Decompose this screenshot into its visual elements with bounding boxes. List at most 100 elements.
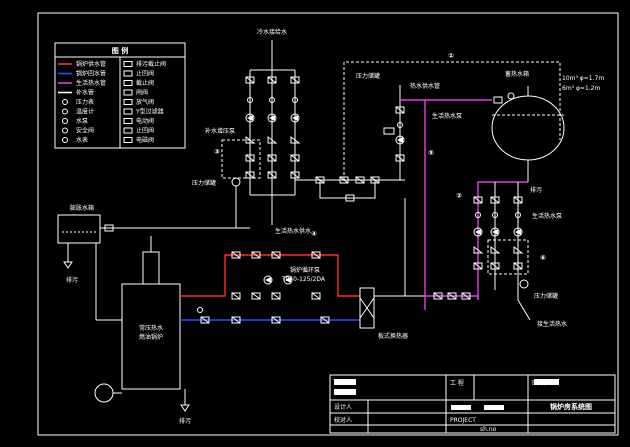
valve-icon	[311, 251, 321, 259]
hot-pump-label-top: 生活热水泵	[432, 112, 462, 120]
valve-icon-mark	[245, 171, 255, 179]
legend-symbol-label: 电磁阀	[136, 136, 154, 144]
title-checker: 校对人	[334, 416, 352, 424]
valve-icon	[311, 292, 321, 300]
valve-icon-mark	[395, 106, 405, 114]
pump-icon-arrow	[515, 229, 521, 235]
right-pressure-label: 压力储罐	[534, 292, 558, 300]
bypass-valve	[345, 194, 355, 202]
legend-valve-swatch	[123, 89, 133, 96]
pump-icon-arrow	[269, 115, 275, 121]
pump-icon-arrow	[265, 277, 271, 283]
legend-symbol-label: 排污截止阀	[136, 60, 166, 68]
legend-item-label: 锅炉供水管	[76, 60, 106, 68]
hot-supply-label: 热水供水管	[410, 82, 440, 90]
valve-icon	[513, 262, 523, 270]
valve-icon-mark	[473, 262, 483, 270]
drain-label-boiler: 排污	[179, 417, 191, 425]
expansion-tank-label: 膨胀水箱	[70, 204, 94, 212]
pump-icon	[490, 227, 500, 237]
pump-icon-arrow	[475, 229, 481, 235]
tank-inlet-valve	[493, 96, 503, 104]
legend-symbol-label: 截止阀	[136, 79, 154, 87]
legend-symbol-swatch	[62, 137, 68, 143]
valve-icon-mark	[271, 251, 281, 259]
gauge-icon	[475, 212, 481, 218]
circle-2: ②	[456, 192, 462, 200]
gauge-icon	[292, 97, 298, 103]
legend-item-label: 压力表	[76, 98, 94, 106]
legend-item-label: 水表	[76, 136, 88, 144]
title-drawing-name: 锅炉房系统图	[549, 402, 592, 411]
check-valve-icon	[290, 136, 301, 144]
circle-1: ①	[448, 52, 454, 60]
valve-icon	[245, 76, 255, 84]
valve-icon	[513, 196, 523, 204]
gauge-icon	[247, 97, 253, 103]
pump-icon	[283, 275, 293, 285]
legend-valve-swatch	[123, 127, 133, 134]
check-valve-icon	[513, 246, 524, 254]
to-user-label: 接生活热水	[537, 320, 567, 328]
vessel-side-valve	[383, 127, 395, 135]
pump-icon	[473, 227, 483, 237]
valve-icon-mark	[290, 171, 300, 179]
pump-icon	[395, 135, 405, 145]
legend-valve-swatch	[123, 137, 133, 143]
valve-icon-mark	[490, 262, 500, 270]
valve-icon	[433, 292, 443, 300]
valve-icon	[231, 316, 241, 324]
title-drawing-label: 图 名	[532, 379, 546, 387]
drawing-frame	[37, 12, 619, 436]
circle-6: ⑥	[540, 254, 546, 262]
boiler: 常压热水 燃油锅炉 排污	[94, 236, 191, 425]
pump-icon	[263, 275, 273, 285]
gauge-icon	[269, 97, 275, 103]
pressure-vessel-label: 压力储罐	[356, 72, 380, 80]
valve-icon	[245, 154, 255, 162]
valve-icon	[267, 171, 277, 179]
legend-symbol-swatch	[62, 99, 68, 105]
valve-icon-mark	[251, 251, 261, 259]
valve-icon-mark	[355, 176, 365, 184]
valve-icon-mark	[200, 316, 210, 324]
valve-icon-mark	[395, 154, 405, 162]
valve-icon	[355, 176, 365, 184]
pump-icon-arrow	[247, 115, 253, 121]
valve-icon-mark	[271, 316, 281, 324]
valve-icon-mark	[513, 196, 523, 204]
valve-icon-mark	[267, 154, 277, 162]
title-project-label: 工 程	[450, 379, 464, 387]
legend-valve-swatch	[123, 70, 133, 77]
circ-pump-label-2: TP40-125/2DA	[281, 276, 326, 283]
valve-icon	[320, 316, 330, 324]
hot-water-label: 生活热水供水	[275, 227, 311, 235]
valve-icon	[271, 292, 281, 300]
pump-icon	[267, 113, 277, 123]
legend-symbol-label: 放气阀	[136, 98, 154, 106]
title-project: PROJECT	[450, 417, 476, 424]
circle-5: ⑤	[428, 149, 434, 157]
legend-box: 图 例 锅炉供水管排污截止阀锅炉回水管止回阀生活热水管截止阀补水管闸阀压力表放气…	[54, 42, 186, 149]
legend-symbol-label: 止回阀	[136, 127, 154, 135]
legend-symbol-swatch	[62, 118, 68, 124]
valve-icon-mark	[513, 262, 523, 270]
legend-symbol-swatch	[62, 108, 68, 115]
valve-icon-mark	[473, 196, 483, 204]
burner-icon	[94, 383, 114, 403]
valve-icon-mark	[311, 292, 321, 300]
legend-symbol-swatch	[62, 127, 68, 134]
valve-icon-mark	[311, 251, 321, 259]
title-designer: 设计人	[334, 403, 352, 411]
pressure-vessel-branch: 压力储罐 热水供水管 生活热水泵 ⑤	[356, 72, 462, 310]
legend-item-label: 锅炉回水管	[76, 70, 106, 78]
legend-item-label: 补水管	[76, 89, 94, 97]
legend-item-label: 生活热水管	[76, 79, 106, 87]
pump-icon-arrow	[285, 277, 291, 283]
pressure-tank-gauge	[231, 177, 241, 187]
valve-icon	[290, 76, 300, 84]
legend-item-label: 温度计	[76, 108, 94, 116]
cold-water-label: 冷水接给水	[257, 28, 287, 36]
pump-icon	[513, 227, 523, 237]
